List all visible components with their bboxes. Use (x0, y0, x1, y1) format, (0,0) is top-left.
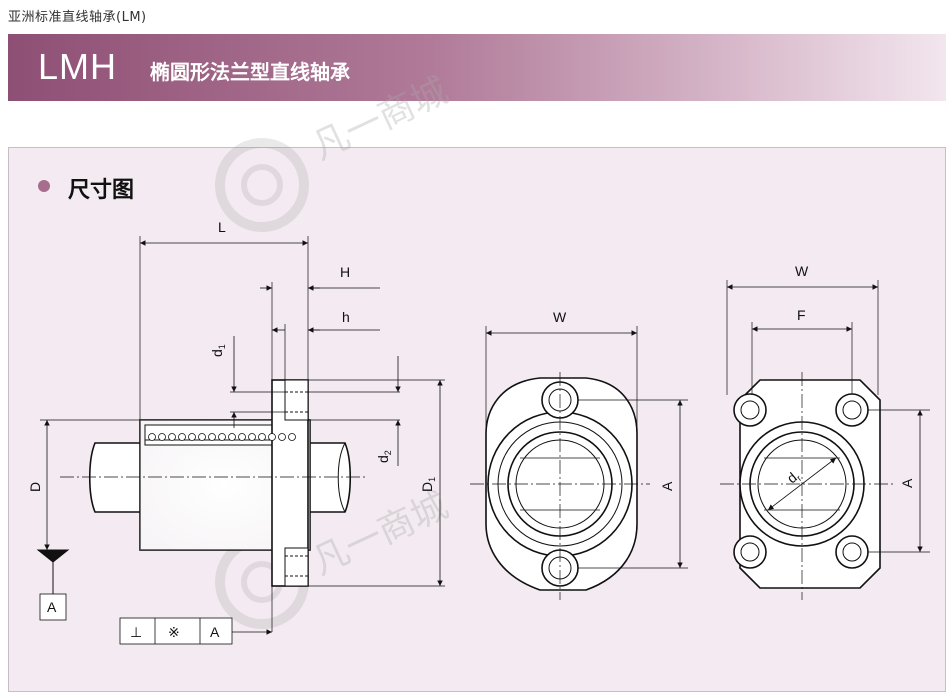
dim-label-D1: D1 (419, 477, 437, 492)
mount-hole-tr (835, 393, 869, 427)
product-code: LMH (38, 46, 118, 87)
dim-label-W-oval: W (553, 309, 567, 325)
dim-label-H: H (340, 264, 350, 280)
mount-hole-br (835, 535, 869, 569)
dim-label-d2: d2 (375, 450, 393, 463)
page-caption: 亚洲标准直线轴承(LM) (8, 10, 147, 25)
section-bullet-icon (38, 180, 50, 192)
dim-label-A-oval: A (659, 481, 675, 491)
watermark-text: 凡一商城 (306, 70, 454, 168)
product-title: 椭圆形法兰型直线轴承 (150, 60, 350, 84)
section-title: 尺寸图 (68, 178, 135, 203)
dim-label-F: F (797, 307, 806, 323)
front-view-square (720, 280, 930, 600)
dim-label-d1: d1 (209, 344, 227, 357)
front-view-oval (470, 326, 688, 600)
tolerance-reference-icon: ※ (168, 624, 180, 640)
tolerance-datum-label: A (210, 624, 220, 640)
title-banner: LMH 椭圆形法兰型直线轴承 (8, 34, 946, 101)
tolerance-perpendicular-icon: ⊥ (130, 624, 142, 640)
dim-label-W-square: W (795, 263, 809, 279)
mount-hole-bl (733, 535, 767, 569)
dim-label-L: L (218, 219, 226, 235)
ball-row (148, 433, 296, 441)
dim-label-D: D (27, 482, 43, 492)
mount-hole-tl (733, 393, 767, 427)
tolerance-frame (119, 617, 233, 645)
dim-label-h: h (342, 309, 350, 325)
datum-label: A (47, 599, 57, 615)
side-view (36, 236, 445, 645)
dim-label-A-square: A (899, 478, 915, 488)
